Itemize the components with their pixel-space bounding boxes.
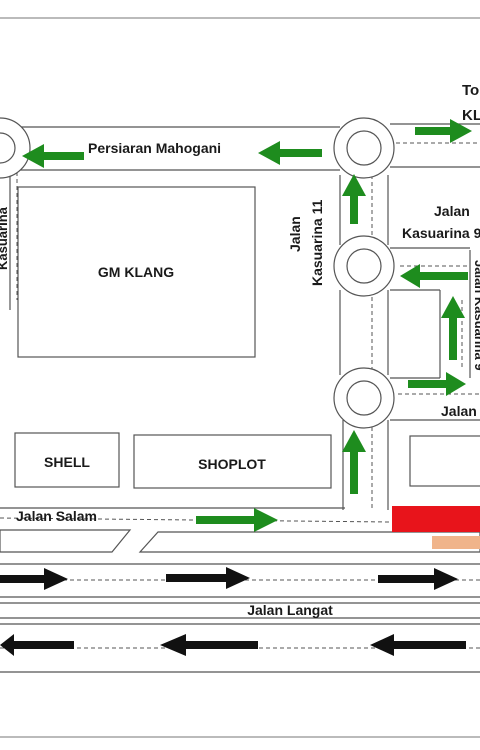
- label-shoplot: SHOPLOT: [198, 456, 266, 472]
- roundabout-bottom: [333, 367, 395, 429]
- label-jalan-kasuarina-11-b: Kasuarina 11: [309, 199, 325, 286]
- arrow-langat-left-3: [370, 634, 466, 656]
- arrow-mahogani-left-2: [258, 141, 322, 165]
- right-building: [409, 435, 480, 487]
- arrow-langat-right-2: [166, 567, 250, 589]
- arrow-jalan-salam: [196, 508, 278, 532]
- jalan-kasuarina-11-road: [339, 175, 389, 510]
- label-jalan-kasuarina-9-a: Jalan: [434, 203, 470, 219]
- arrow-up-bottom: [342, 430, 366, 494]
- arrow-langat-right-3: [378, 568, 458, 590]
- arrow-langat-left-2: [160, 634, 258, 656]
- label-gm-klang: GM KLANG: [98, 264, 174, 280]
- shell-building: [14, 432, 120, 488]
- jalan-kasuarina-9-road: [390, 247, 480, 421]
- jalan-salam-road: [0, 507, 480, 553]
- arrow-up-kasuarina-9: [441, 296, 465, 360]
- label-jalan-kasuarina-9-b: Kasuarina 9: [402, 225, 480, 241]
- label-to-klang-a: To: [462, 82, 479, 99]
- roundabout-top: [333, 117, 395, 179]
- roundabout-left: [0, 117, 31, 179]
- arrow-mahogani-left-1: [22, 144, 84, 168]
- roundabout-middle: [333, 235, 395, 297]
- label-jalan-kasuarina-vertical: Jalan Kasuarina 9: [472, 260, 480, 371]
- arrow-langat-left-1: [0, 634, 74, 656]
- highlight-orange-block: [432, 536, 480, 549]
- black-traffic-arrows: [0, 567, 466, 656]
- gm-klang-building: [17, 186, 256, 358]
- label-jalan-langat: Jalan Langat: [247, 602, 333, 618]
- label-jalan-right: Jalan: [441, 403, 477, 419]
- label-shell: SHELL: [44, 454, 90, 470]
- arrow-up-kasuarina-11: [342, 174, 366, 224]
- label-kasuarina-left: Kasuarina: [0, 206, 10, 270]
- label-to-klang-b: KL: [462, 107, 480, 124]
- persiaran-mahogani-road: [10, 123, 480, 171]
- arrow-to-klang: [415, 119, 472, 143]
- label-persiaran-mahogani: Persiaran Mahogani: [88, 140, 221, 156]
- shoplot-building: [133, 434, 332, 489]
- arrow-kasuarina-9-left: [400, 264, 468, 288]
- green-route-arrows: [22, 119, 472, 532]
- label-jalan-kasuarina-11-a: Jalan: [287, 216, 303, 252]
- highlight-red-block: [392, 506, 480, 532]
- arrow-bottom-right: [408, 372, 466, 396]
- arrow-langat-right-1: [0, 568, 68, 590]
- label-jalan-salam: Jalan Salam: [16, 508, 97, 524]
- kasuarina-left-road: [9, 170, 18, 310]
- jalan-langat-road: [0, 563, 480, 673]
